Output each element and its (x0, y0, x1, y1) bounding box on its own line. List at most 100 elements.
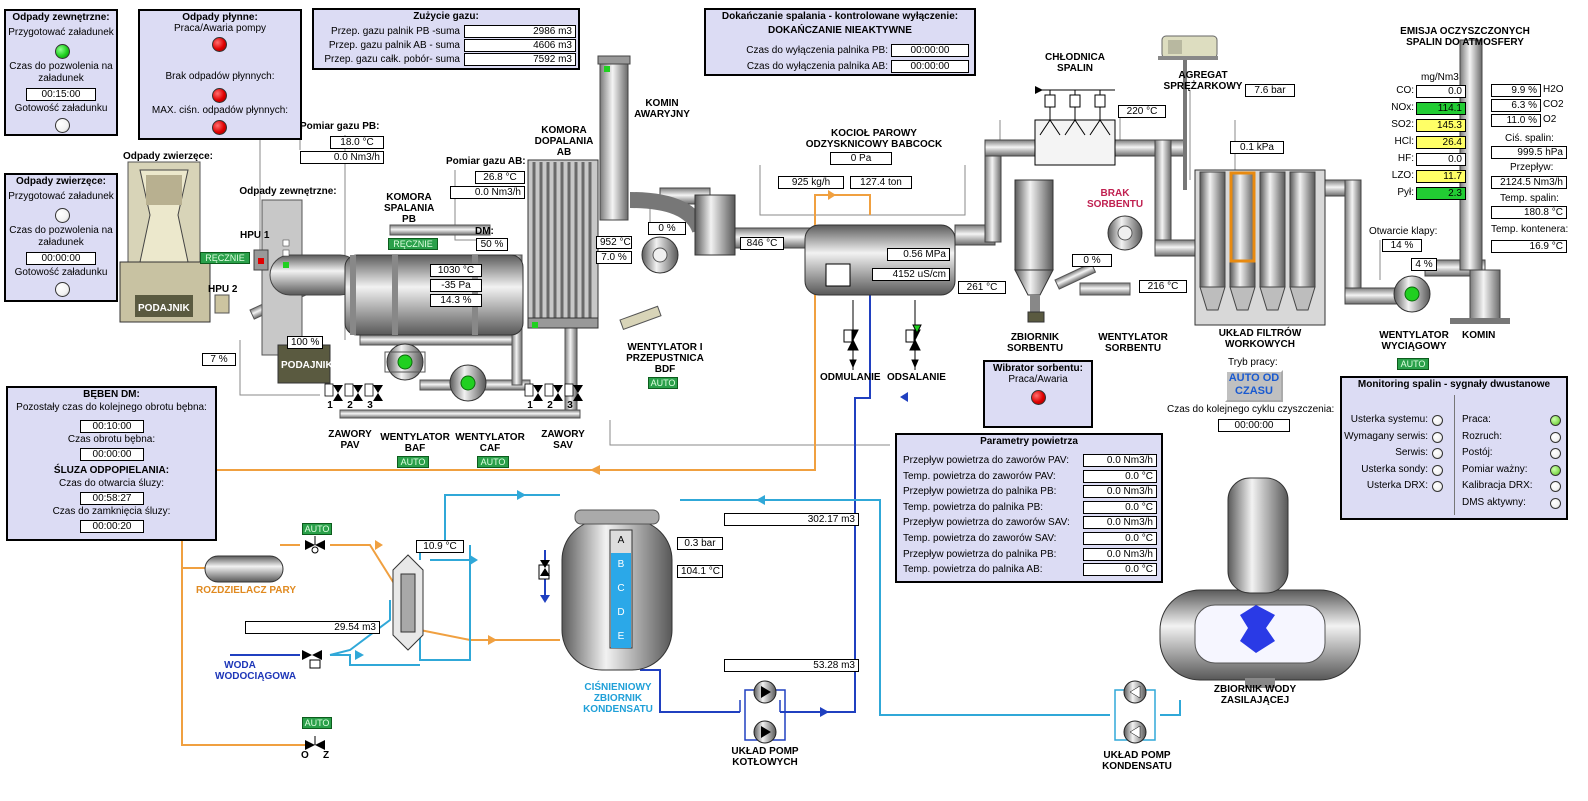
monitor-signal-label: Praca: (1462, 414, 1491, 425)
prepare-load-lamp (55, 44, 70, 59)
baf-fan-label: WENTYLATOR BAF (380, 432, 450, 454)
vibrator-fault-lamp (1031, 390, 1046, 405)
panel-divider (1454, 395, 1455, 515)
emission-value: 0.0 (1416, 153, 1466, 166)
blowdown-label: ODMULANIE (820, 372, 881, 383)
no-liquid-lamp (212, 88, 227, 103)
panel-title: Monitoring spalin - sygnały dwustanowe (1357, 379, 1551, 390)
auto-by-time-button[interactable]: AUTO OD CZASU (1225, 370, 1283, 402)
gas-ab-label: Przep. gazu palnik AB - suma (328, 40, 460, 51)
air-param-label: Temp. powietrza do palnika PB: (903, 501, 1044, 513)
emergency-stack-label: KOMIN AWARYJNY (634, 98, 690, 120)
monitor-signal-label: Rozruch: (1462, 430, 1503, 442)
no-liquid-label: Brak odpadów płynnych: (165, 71, 275, 82)
drum-rotation-value: 00:00:00 (80, 448, 144, 461)
conductivity: 4152 uS/cm (872, 268, 950, 281)
gas-pb-flow: 0.0 Nm3/h (300, 151, 384, 164)
pav-valves-label: ZAWORY PAV (328, 429, 372, 451)
steam-distributor (204, 555, 284, 583)
air-param-value: 0.0 °C (1083, 469, 1157, 483)
air-param-value: 0.0 °C (1083, 532, 1157, 545)
heat-exchanger-temp: 10.9 °C (416, 540, 464, 553)
meter-302: 302.17 m3 (724, 513, 859, 526)
drum-remaining-value: 00:10:00 (80, 420, 144, 433)
boiler-pumps-label: UKŁAD POMP KOTŁOWYCH (731, 746, 799, 768)
emission-monitoring-panel: Monitoring spalin - sygnały dwustanowe U… (1340, 376, 1568, 520)
pb-burner-mode-button[interactable]: RĘCZNIE (388, 238, 438, 250)
air-param-value: 0.0 Nm3/h (1083, 454, 1157, 467)
exhaust-fan-percent: 4 % (1411, 258, 1437, 271)
monitor-status-lamp (1550, 431, 1561, 443)
hpu1-mode-button[interactable]: RĘCZNIE (200, 252, 250, 264)
animal-feeder-label: PODAJNIK (138, 303, 190, 314)
pav-valve-2-number: 2 (347, 400, 353, 411)
steam-control-valve (305, 536, 325, 554)
condensate-arrows (355, 490, 765, 660)
work-mode-label: Tryb pracy: (1228, 357, 1278, 368)
prepare-load-label: Przygotować załadunek (8, 191, 114, 202)
air-param-value: 0.0 Nm3/h (1083, 485, 1157, 499)
drum-rotation-label: Czas obrotu bębna: (67, 434, 156, 445)
sorbent-fan-percent: 0 % (1072, 254, 1112, 267)
monitor-status-lamp (1432, 464, 1443, 476)
container-temp-label: Temp. kontenera: (1491, 224, 1569, 235)
sav-valve-2-number: 2 (547, 400, 553, 411)
panel-title: Odpady zewnętrzne: (12, 12, 110, 23)
level-letter: A (617, 535, 625, 546)
co2-label: CO2 (1543, 99, 1564, 110)
steam-valve-mode-button[interactable]: AUTO (302, 523, 332, 535)
dm-percent: 50 % (476, 238, 508, 251)
steam-pressure: 0.56 MPa (887, 248, 950, 261)
boiler-feed-pumps (744, 680, 786, 744)
caf-fan (449, 364, 487, 402)
flue-gas-cooler (1034, 86, 1116, 166)
emission-value: 11.7 (1416, 170, 1466, 183)
desalting-label: ODSALANIE (887, 372, 946, 383)
co2-value: 6.3 % (1491, 99, 1541, 112)
dm-label: DM: (475, 226, 494, 237)
o2-value: 11.0 % (1491, 114, 1541, 127)
air-param-value: 0.0 °C (1083, 563, 1157, 577)
exhaust-fan-label: WENTYLATOR WYCIĄGOWY (1379, 330, 1449, 352)
animal-waste-panel: Odpady zwierzęce: Przygotować załadunek … (4, 173, 118, 302)
compressor-pressure: 7.6 bar (1245, 84, 1295, 97)
hpu1-label: HPU 1 (240, 230, 270, 241)
ready-label: Gotowość załadunku (14, 103, 108, 114)
baf-mode-button[interactable]: AUTO (397, 456, 429, 468)
bdf-mode-button[interactable]: AUTO (648, 377, 678, 389)
gas-pb-temp: 18.0 °C (330, 136, 384, 149)
oz-valve-open-label: O (301, 750, 309, 761)
ab-off-time-value: 00:00:00 (891, 60, 969, 73)
stack-label: KOMIN (1462, 330, 1496, 341)
monitor-status-lamp (1550, 481, 1561, 492)
emission-label: Pył: (1397, 187, 1414, 198)
emission-value: 114.1 (1416, 102, 1466, 115)
sluice-open-label: Czas do otwarcia śluzy: (58, 478, 165, 489)
o2-label: O2 (1543, 114, 1557, 125)
steam-flow: 925 kg/h (778, 176, 844, 189)
level-letter: B (617, 559, 625, 570)
boiler-label: KOCIOŁ PAROWY ODZYSKNICOWY BABCOCK (805, 128, 943, 150)
animal-waste-feeder (119, 161, 211, 323)
filter-inlet-temp: 216 °C (1139, 280, 1187, 293)
oz-valve-mode-button[interactable]: AUTO (302, 717, 332, 729)
emission-label: CO: (1396, 85, 1414, 96)
monitor-status-lamp (1550, 415, 1561, 426)
emission-label: SO2: (1391, 119, 1414, 130)
damper-open-label: Otwarcie klapy: (1369, 226, 1438, 237)
sav-valves-label: ZAWORY SAV (541, 429, 585, 451)
bdf-percent: 0 % (648, 222, 686, 235)
caf-mode-button[interactable]: AUTO (477, 456, 509, 468)
air-param-value: 0.0 °C (1083, 500, 1157, 514)
ready-lamp (55, 118, 70, 133)
gas-total-value: 7592 m3 (464, 53, 576, 66)
external-waste-panel: Odpady zewnętrzne: Przygotować załadunek… (4, 9, 118, 136)
vibrator-status-label: Praca/Awaria (1008, 374, 1068, 385)
air-param-value: 0.0 Nm3/h (1083, 516, 1157, 530)
sorbent-fan-label: WENTYLATOR SORBENTU (1098, 332, 1168, 354)
exhaust-fan-mode-button[interactable]: AUTO (1397, 358, 1429, 370)
external-waste-label: Odpady zewnętrzne: (239, 186, 337, 197)
panel-title: Odpady zwierzęce: (15, 176, 107, 187)
air-param-label: Przepływ powietrza do zaworów PAV: (903, 455, 1069, 466)
panel-title: BĘBEN DM: (83, 389, 140, 400)
